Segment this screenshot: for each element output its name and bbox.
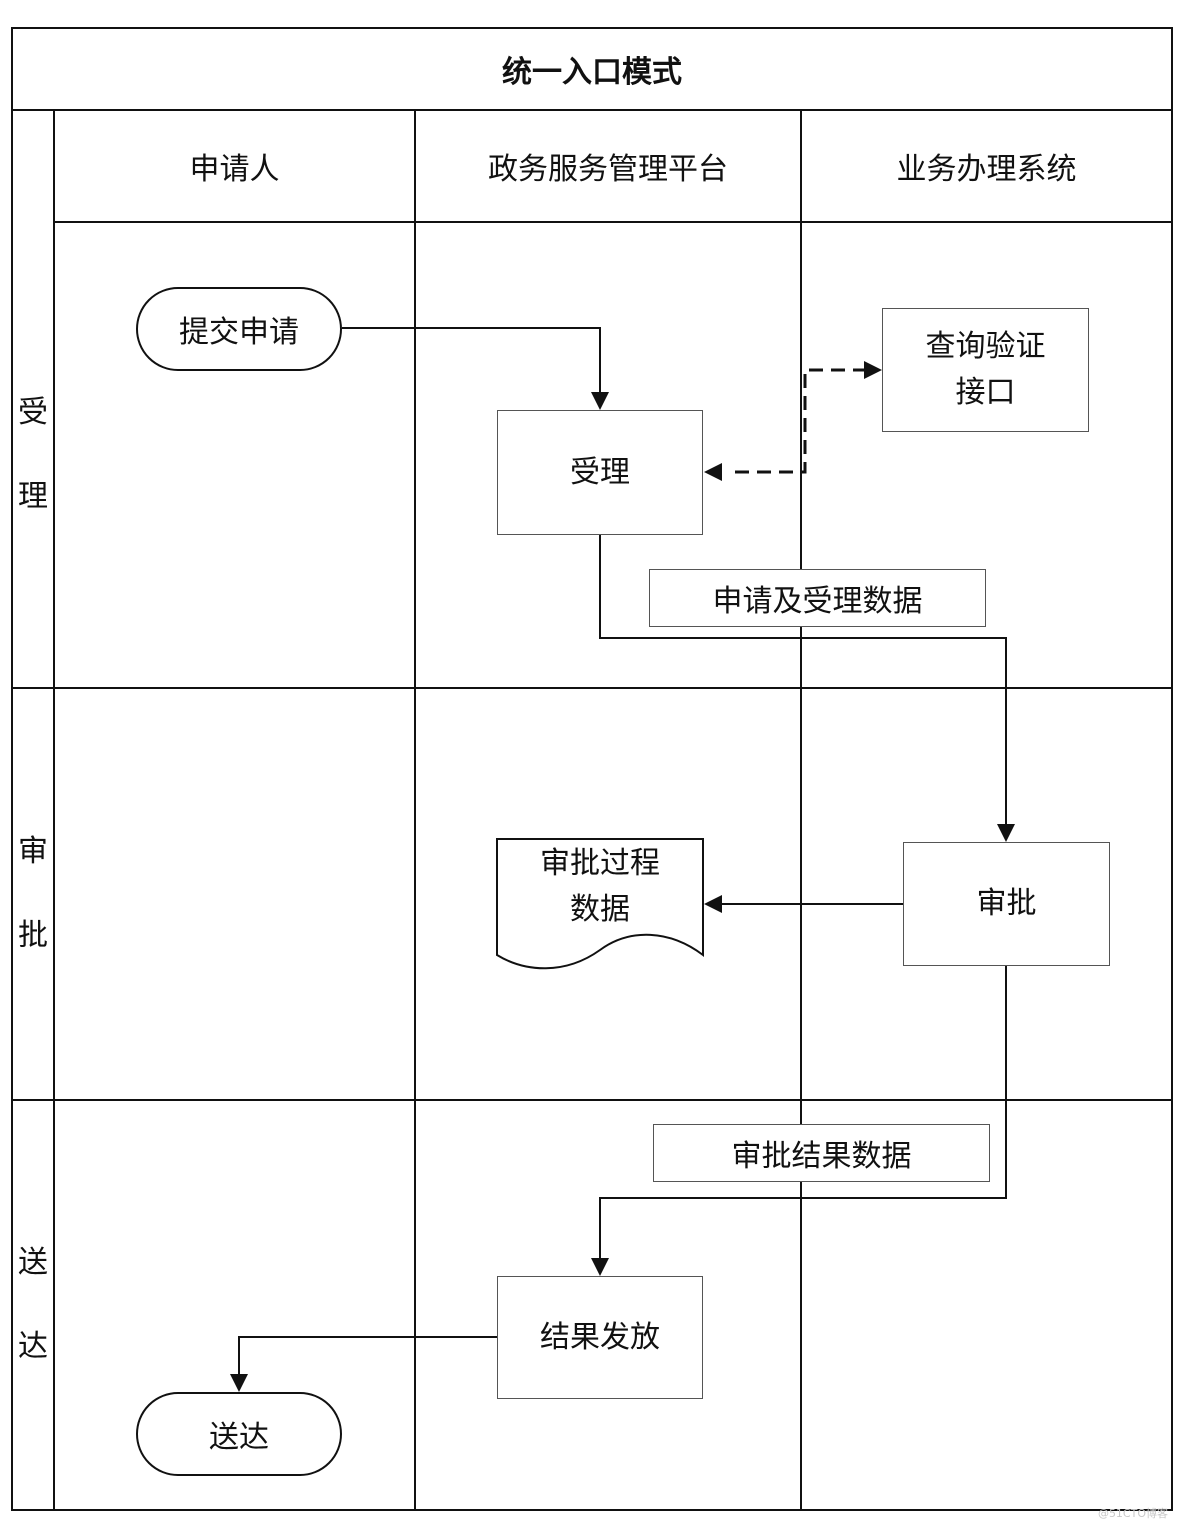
lane-label-accept: 受 理	[12, 222, 54, 688]
outer-frame	[11, 27, 1173, 1511]
node-submit-application: 提交申请	[136, 287, 342, 371]
lane-label-deliver: 送 达	[12, 1100, 54, 1510]
lane-label-char: 达	[18, 1329, 48, 1364]
node-approve: 审批	[903, 842, 1110, 966]
lane-label-char: 送	[18, 1245, 48, 1280]
lane-label-char: 审	[18, 834, 48, 869]
flow-accept-to-approve	[599, 535, 1007, 828]
arrow-to-accept	[704, 463, 722, 481]
node-approval-process-data: 审批过程 数据	[497, 839, 703, 935]
column-header-applicant: 申请人	[189, 152, 280, 187]
label-result-data: 审批结果数据	[653, 1124, 990, 1182]
column-header-business-system: 业务办理系统	[896, 152, 1077, 187]
lane-label-approve: 审 批	[12, 688, 54, 1100]
node-accept: 受理	[497, 410, 703, 535]
flow-submit-to-accept	[342, 327, 601, 396]
node-query-line1: 查询验证	[925, 329, 1046, 364]
doc-line2: 数据	[570, 892, 630, 927]
approval-doc-shape	[496, 838, 704, 970]
doc-line1: 审批过程	[540, 846, 660, 881]
flow-accept-to-query	[735, 368, 866, 474]
diagram-title: 统一入口模式	[502, 55, 682, 90]
watermark: @51CTO博客	[1097, 1507, 1168, 1520]
arrow-to-release	[591, 1258, 609, 1276]
flow-release-to-deliver	[238, 1336, 497, 1378]
arrow-to-doc	[704, 895, 722, 913]
node-deliver: 送达	[136, 1392, 342, 1476]
arrow-to-deliver	[230, 1374, 248, 1392]
lane-label-char: 批	[18, 918, 48, 953]
lane-label-char: 理	[18, 479, 48, 514]
node-query-line2: 接口	[955, 375, 1016, 410]
lane-label-char: 受	[18, 395, 48, 430]
flow-approve-to-release	[599, 966, 1007, 1262]
label-acceptance-data: 申请及受理数据	[649, 569, 986, 627]
arrow-submit-to-accept	[591, 392, 609, 410]
column-header-platform: 政务服务管理平台	[488, 152, 728, 187]
node-result-release: 结果发放	[497, 1276, 703, 1399]
node-query-verify-interface: 查询验证 接口	[882, 308, 1089, 432]
arrow-to-approve	[997, 824, 1015, 842]
arrow-to-query	[864, 361, 882, 379]
